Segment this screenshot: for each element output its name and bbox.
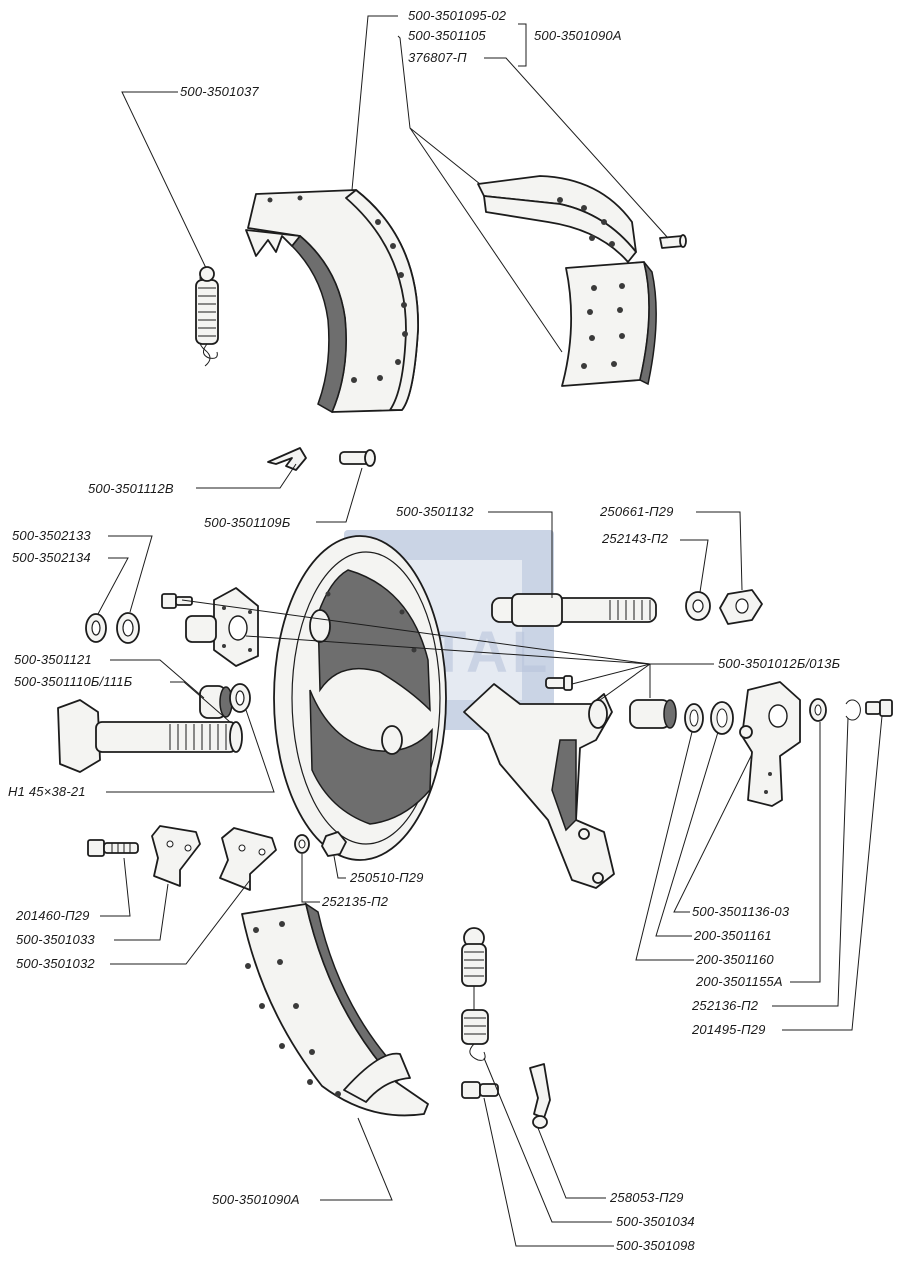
bushing-small-part — [229, 683, 251, 713]
label-l3: 376807-П — [408, 50, 467, 65]
washer-small-lower-part — [294, 834, 310, 854]
camshaft-part — [57, 699, 243, 773]
brake-lining-upper-part — [477, 175, 637, 263]
bushing-right-part — [629, 699, 677, 729]
label-l12: 500-3502134 — [12, 550, 91, 565]
part-labels: 500-3501095-02 500-3501105 376807-П 500-… — [8, 8, 841, 1253]
label-l17: 250510-П29 — [349, 870, 424, 885]
screw-right-part — [865, 699, 893, 717]
small-bolt-part — [161, 593, 193, 609]
slack-adjuster-part — [739, 681, 801, 807]
label-l27: 201495-П29 — [691, 1022, 766, 1037]
label-l28: 500-3501090А — [212, 1192, 300, 1207]
ring-c-part — [809, 698, 827, 722]
bracket-arm-part — [463, 683, 615, 889]
flange-bracket-part — [185, 587, 259, 667]
nut-small-lower-part — [321, 831, 347, 857]
label-l23: 200-3501161 — [693, 928, 772, 943]
label-l13: 500-3501121 — [14, 652, 92, 667]
label-l2: 500-3501105 — [408, 28, 486, 43]
lock-plate-b-part — [219, 827, 277, 891]
adjuster-shaft-part — [491, 593, 657, 627]
label-l20: 500-3501033 — [16, 932, 95, 947]
label-l6: 500-3501112В — [88, 481, 174, 496]
bolt-lower-part — [87, 839, 139, 857]
ring-a-part — [684, 703, 704, 733]
brake-shoe-lower-part — [241, 902, 429, 1117]
label-l5: 500-3501037 — [180, 84, 259, 99]
label-l1: 500-3501095-02 — [408, 8, 507, 23]
washer-right-part — [685, 591, 711, 621]
label-l26: 252136-П2 — [691, 998, 759, 1013]
brake-shoe-upper-part — [245, 189, 419, 414]
return-spring-part — [195, 266, 219, 367]
label-l15: 500-3501012Б/013Б — [718, 656, 841, 671]
label-l8: 500-3501132 — [396, 504, 474, 519]
leader-lines — [97, 15, 883, 1247]
castle-nut-part — [719, 589, 763, 625]
label-l31: 500-3501098 — [616, 1238, 695, 1253]
label-l30: 500-3501034 — [616, 1214, 695, 1229]
bolt-center-part — [545, 675, 573, 691]
label-l25: 200-3501155А — [695, 974, 783, 989]
label-l4: 500-3501090А — [534, 28, 622, 43]
cotter-pin-part — [529, 1063, 551, 1129]
label-l16: Н1 45×38-21 — [8, 784, 86, 799]
label-l21: 500-3501032 — [16, 956, 95, 971]
rivet-part — [659, 234, 687, 249]
pin-part — [339, 449, 376, 467]
spring-lower-part — [461, 927, 489, 1061]
label-l7: 500-3501109Б — [204, 515, 291, 530]
seal-ring-left-part — [116, 612, 140, 644]
label-l19: 201460-П29 — [15, 908, 90, 923]
label-l9: 250661-П29 — [599, 504, 674, 519]
label-l10: 252143-П2 — [601, 531, 669, 546]
backing-plate-part — [273, 535, 447, 861]
bushing-left-part — [199, 685, 233, 719]
ring-d-part — [845, 699, 861, 721]
label-l14: 500-3501110Б/111Б — [14, 674, 133, 689]
grease-fitting-part — [461, 1081, 499, 1099]
label-l29: 258053-П29 — [609, 1190, 684, 1205]
lock-washer-left-part — [85, 613, 107, 643]
brake-lining-lower-part — [561, 261, 657, 387]
label-l18: 252135-П2 — [321, 894, 389, 909]
ring-b-part — [710, 701, 734, 735]
clip-part — [267, 447, 307, 471]
lock-plate-a-part — [151, 825, 201, 887]
label-l11: 500-3502133 — [12, 528, 91, 543]
label-l24: 200-3501160 — [695, 952, 774, 967]
label-l22: 500-3501136-03 — [692, 904, 790, 919]
